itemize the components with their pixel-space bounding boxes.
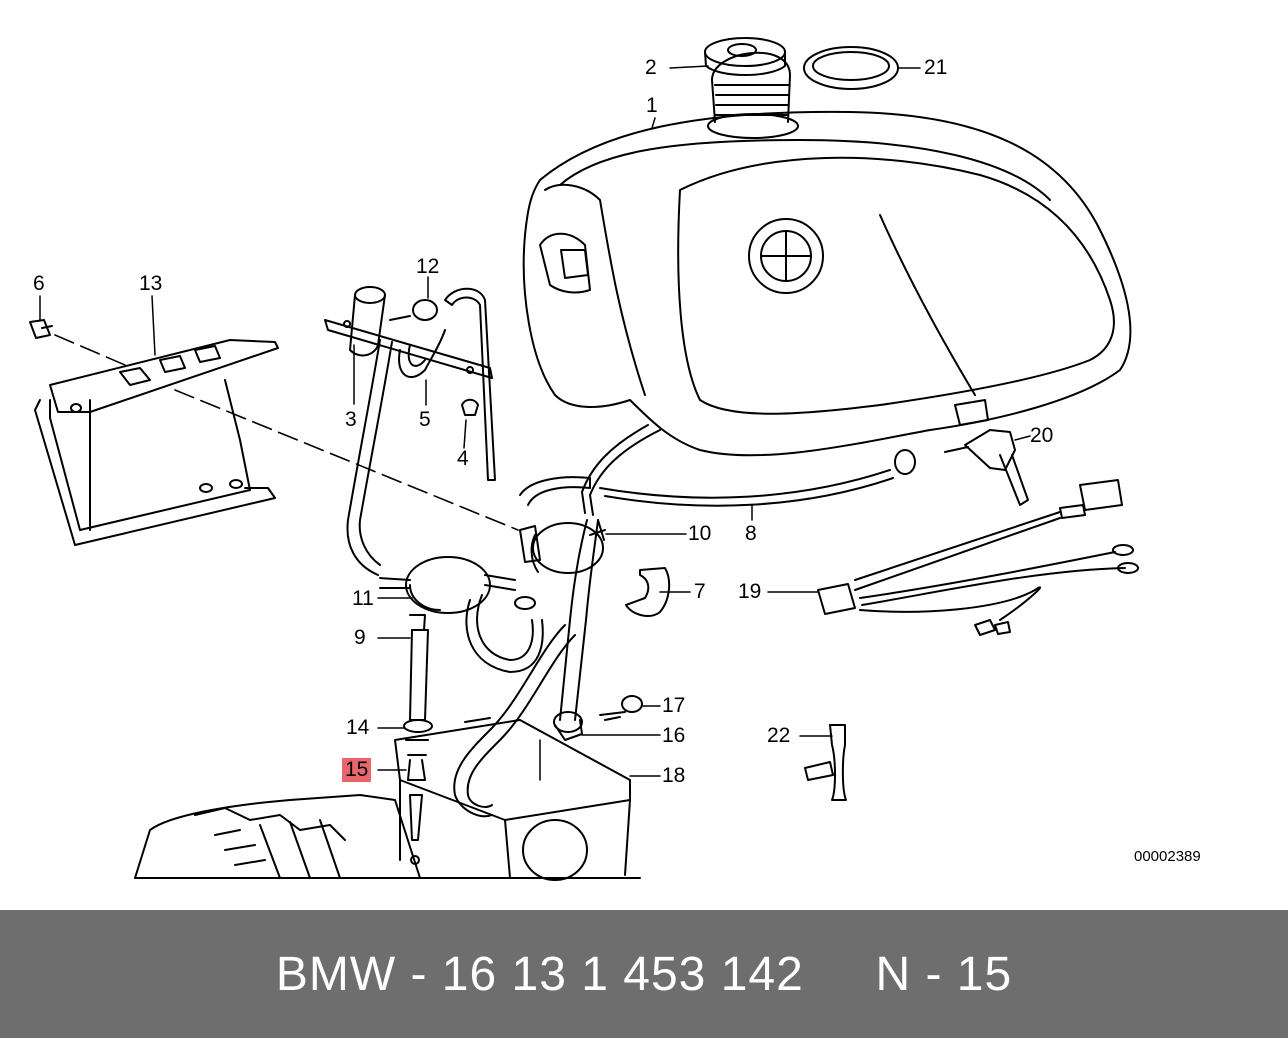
drawing-number: 00002389 bbox=[1134, 848, 1201, 865]
fuel-system-drawing bbox=[29, 37, 1139, 881]
clip-7 bbox=[625, 567, 671, 617]
fuel-pump bbox=[519, 476, 606, 574]
bracket bbox=[324, 286, 496, 481]
callout-3: 3 bbox=[345, 408, 357, 431]
callout-1: 1 bbox=[646, 94, 658, 117]
callout-10: 10 bbox=[688, 522, 712, 545]
callout-22: 22 bbox=[767, 724, 791, 747]
callout-7: 7 bbox=[694, 580, 706, 603]
fuel-tap bbox=[944, 399, 1029, 506]
rubber-mount-16 bbox=[553, 695, 643, 741]
hose-tank-to-pump bbox=[559, 424, 661, 721]
callout-19: 19 bbox=[738, 580, 762, 603]
footer-bar: BMW - 16 13 1 453 142 N - 15 bbox=[0, 910, 1288, 1038]
hose-connector-22 bbox=[804, 724, 847, 801]
callout-8: 8 bbox=[745, 522, 757, 545]
callout-2: 2 bbox=[645, 56, 657, 79]
fuel-hose-8 bbox=[599, 449, 916, 507]
callout-16: 16 bbox=[662, 724, 686, 747]
callout-4: 4 bbox=[457, 447, 469, 470]
fuel-tank bbox=[522, 110, 1132, 457]
callout-12: 12 bbox=[416, 255, 440, 278]
wiring-harness bbox=[817, 479, 1139, 636]
engine-cylinder bbox=[134, 794, 641, 879]
part-number-title: BMW - 16 13 1 453 142 N - 15 bbox=[275, 947, 1013, 1001]
callout-21: 21 bbox=[924, 56, 948, 79]
hose-9 bbox=[403, 614, 433, 865]
callout-5: 5 bbox=[419, 408, 431, 431]
callout-20: 20 bbox=[1030, 424, 1054, 447]
callout-6: 6 bbox=[33, 272, 45, 295]
leader-lines bbox=[39, 65, 1031, 781]
callout-11: 11 bbox=[352, 587, 374, 610]
air-box-18 bbox=[394, 717, 631, 881]
callout-14: 14 bbox=[346, 716, 370, 739]
vent-hose-3 bbox=[346, 339, 393, 576]
parts-diagram: 2 21 1 6 13 12 3 5 4 20 10 8 7 19 11 9 1… bbox=[29, 37, 1201, 881]
callout-15-highlighted: 15 bbox=[342, 758, 372, 782]
callout-9: 9 bbox=[354, 626, 366, 649]
fuel-filter bbox=[379, 556, 544, 673]
mounting-bracket-13 bbox=[34, 339, 279, 546]
alignment-lines bbox=[54, 334, 519, 531]
gasket-ring bbox=[803, 46, 899, 90]
callout-13: 13 bbox=[139, 272, 163, 295]
filler-cap bbox=[704, 37, 799, 139]
return-hose bbox=[453, 624, 576, 818]
bolt-6 bbox=[29, 319, 53, 339]
callout-17: 17 bbox=[662, 694, 686, 717]
callout-18: 18 bbox=[662, 764, 686, 787]
